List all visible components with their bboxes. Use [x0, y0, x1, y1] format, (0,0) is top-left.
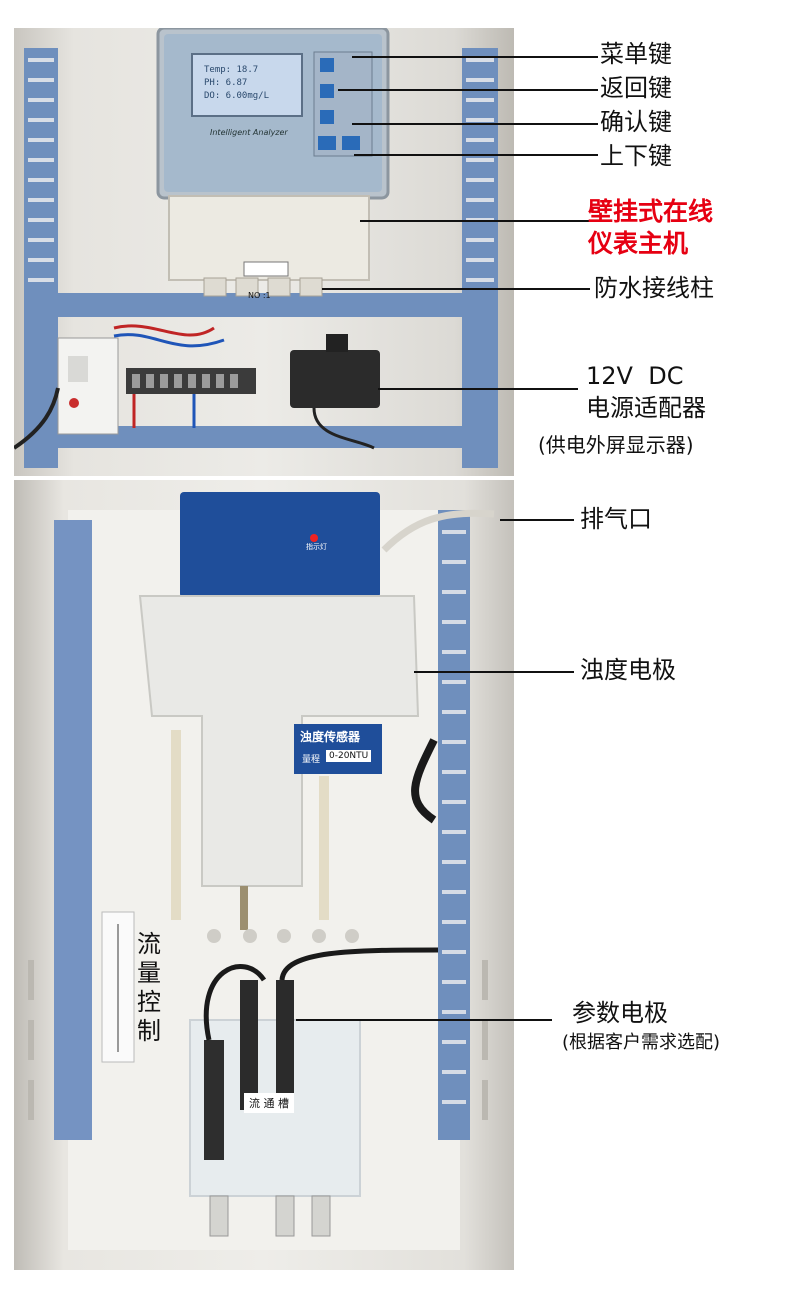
lcd-line: DO: 6.00mg/L — [204, 91, 270, 101]
cabinet-bottom-illustration — [28, 492, 495, 1250]
leader-updown-key — [354, 154, 598, 156]
menu-key-button — [320, 58, 334, 72]
lcd-readout: Temp: 18.7 PH: 6.87 DO: 6.00mg/L — [204, 64, 269, 103]
label-host-line1: 壁挂式在线 — [588, 197, 714, 226]
right-trunk — [438, 510, 470, 1140]
label-turbidity: 浊度电极 — [580, 656, 676, 684]
label-vent: 排气口 — [580, 505, 652, 533]
lcd-screen — [191, 53, 303, 117]
label-confirm-key: 确认键 — [600, 108, 672, 136]
down-key-button — [342, 136, 360, 150]
power-adapter — [290, 350, 380, 408]
up-key-button — [318, 136, 336, 150]
lcd-line: PH: 6.87 — [204, 78, 248, 88]
circuit-breaker — [57, 337, 119, 435]
sensor-range-value: 0-20NTU — [326, 750, 372, 762]
label-updown-key: 上下键 — [600, 142, 672, 170]
cabinet-top-illustration — [14, 28, 498, 468]
label-param-note: (根据客户需求选配) — [562, 1032, 721, 1053]
leader-back-key — [338, 89, 598, 91]
confirm-key-button — [320, 110, 334, 124]
flow-control-char: 制 — [137, 1017, 161, 1045]
sensor-label-plate — [294, 724, 382, 774]
leader-host — [360, 220, 590, 222]
leader-turbidity — [414, 671, 574, 673]
cabinet-top-photo: Temp: 18.7 PH: 6.87 DO: 6.00mg/L Intelli… — [14, 28, 514, 476]
turbidity-body — [138, 595, 420, 887]
leader-vent — [500, 519, 574, 521]
label-host-line2: 仪表主机 — [588, 229, 689, 258]
label-menu-key: 菜单键 — [600, 40, 672, 68]
flow-control-char: 量 — [137, 959, 161, 987]
label-param: 参数电极 — [572, 999, 668, 1027]
indicator-label: 指示灯 — [306, 543, 327, 551]
lower-horizontal-trunk — [54, 426, 474, 448]
leader-menu-key — [352, 56, 598, 58]
label-adapter-line2: 电源适配器 — [586, 394, 706, 422]
sensor-title: 浊度传感器 — [300, 730, 361, 744]
leader-param — [296, 1019, 552, 1021]
label-adapter-line3: (供电外屏显示器) — [538, 433, 694, 457]
flow-control-char: 流 — [137, 930, 161, 958]
left-trunk — [54, 520, 92, 1140]
label-adapter-line1: 12V DC — [586, 362, 684, 390]
cabinet-bottom-photo: 指示灯 浊度传感器 量程 0-20NTU 流 通 槽 — [14, 480, 514, 1270]
brand-label: Intelligent Analyzer — [210, 128, 288, 137]
flow-control-char: 控 — [137, 988, 161, 1016]
upper-horizontal-trunk — [54, 293, 474, 317]
back-key-button — [320, 84, 334, 98]
leader-adapter — [378, 388, 578, 390]
box-tag: NO :1 — [248, 291, 271, 300]
turbidity-cover — [180, 492, 380, 598]
flow-cell-label: 流 通 槽 — [244, 1093, 294, 1113]
vent-tube — [381, 509, 495, 553]
label-terminal: 防水接线柱 — [594, 274, 714, 302]
lcd-line: Temp: 18.7 — [204, 65, 259, 75]
leader-terminal — [322, 288, 590, 290]
label-back-key: 返回键 — [600, 74, 672, 102]
leader-confirm-key — [352, 123, 598, 125]
label-flow-control: 流 量 控 制 — [134, 930, 164, 1046]
sensor-range-label: 量程 — [302, 755, 321, 765]
